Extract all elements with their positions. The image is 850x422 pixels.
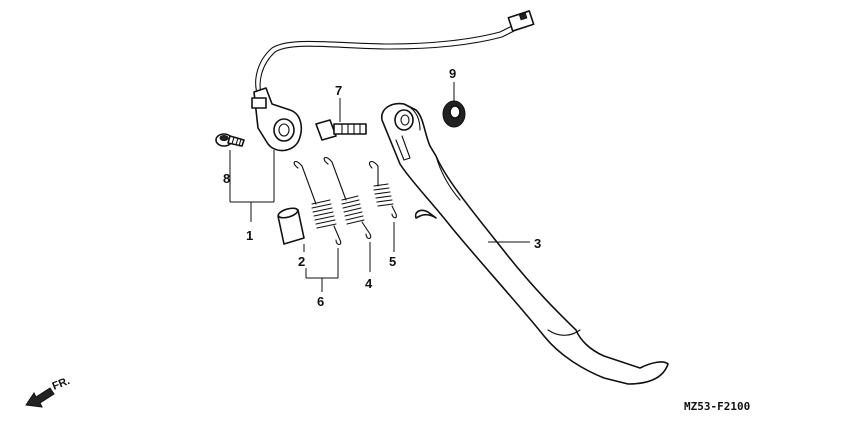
bolt-8 [215, 133, 245, 147]
callout-5: 5 [389, 254, 396, 269]
callout-6: 6 [317, 294, 324, 309]
collar-2 [277, 207, 305, 245]
side-stand-switch [251, 10, 535, 152]
front-label: FR. [51, 375, 72, 393]
callout-4: 4 [365, 276, 373, 291]
diagram-code: MZ53-F2100 [684, 400, 750, 413]
rubber-stopper-9 [442, 100, 466, 128]
callout-8: 8 [223, 171, 230, 186]
leader-lines [229, 82, 530, 292]
side-stand-3 [381, 102, 669, 385]
callout-7: 7 [335, 83, 342, 98]
front-arrow-icon [25, 387, 55, 408]
front-direction-indicator: FR. [25, 375, 72, 408]
callout-3: 3 [534, 236, 541, 251]
callout-1: 1 [246, 228, 253, 243]
pivot-bolt-7 [315, 119, 367, 141]
spring-4 [323, 156, 372, 240]
spring-5 [369, 160, 397, 219]
callout-2: 2 [298, 254, 305, 269]
callout-9: 9 [449, 66, 456, 81]
spring-6 [293, 160, 342, 246]
